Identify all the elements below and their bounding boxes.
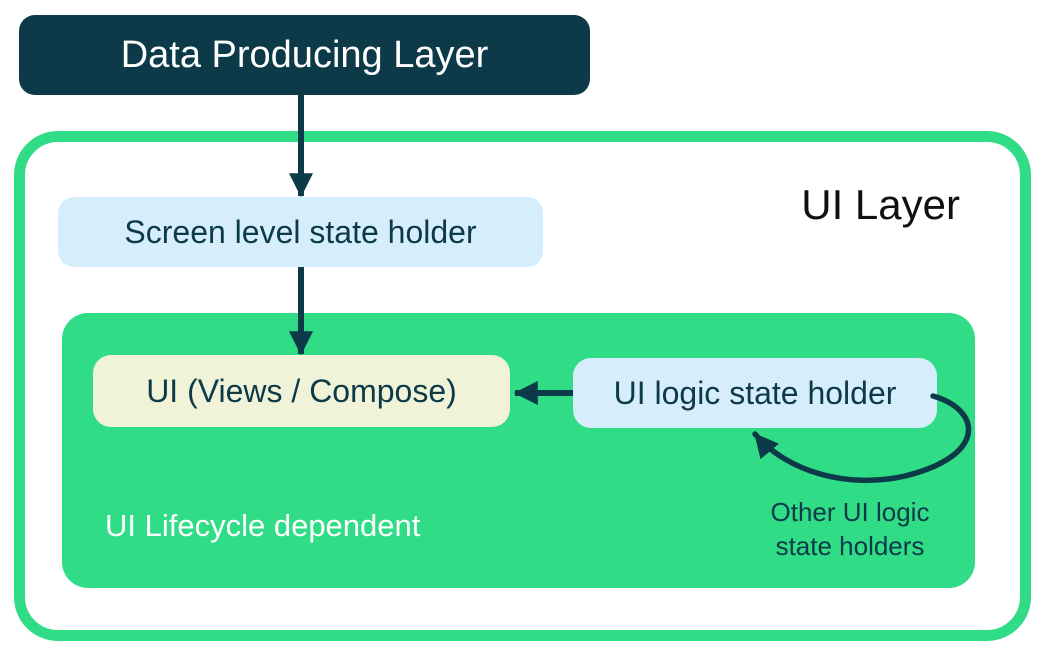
data-producing-layer-label: Data Producing Layer: [120, 33, 489, 76]
data-producing-layer-box: Data Producing Layer: [19, 15, 590, 95]
ui-lifecycle-dependent-label: UI Lifecycle dependent: [105, 508, 421, 543]
ui-views-compose-label: UI (Views / Compose): [146, 372, 457, 409]
ui-logic-state-holder-label: UI logic state holder: [613, 374, 897, 411]
ui-views-compose-box: UI (Views / Compose): [93, 355, 510, 427]
screen-level-state-holder-label: Screen level state holder: [124, 213, 477, 250]
screen-level-state-holder-box: Screen level state holder: [58, 197, 543, 267]
ui-layer-title: UI Layer: [801, 181, 960, 228]
other-ui-logic-state-holders-label: Other UI logic state holders: [770, 497, 930, 562]
ui-logic-state-holder-box: UI logic state holder: [573, 358, 937, 428]
